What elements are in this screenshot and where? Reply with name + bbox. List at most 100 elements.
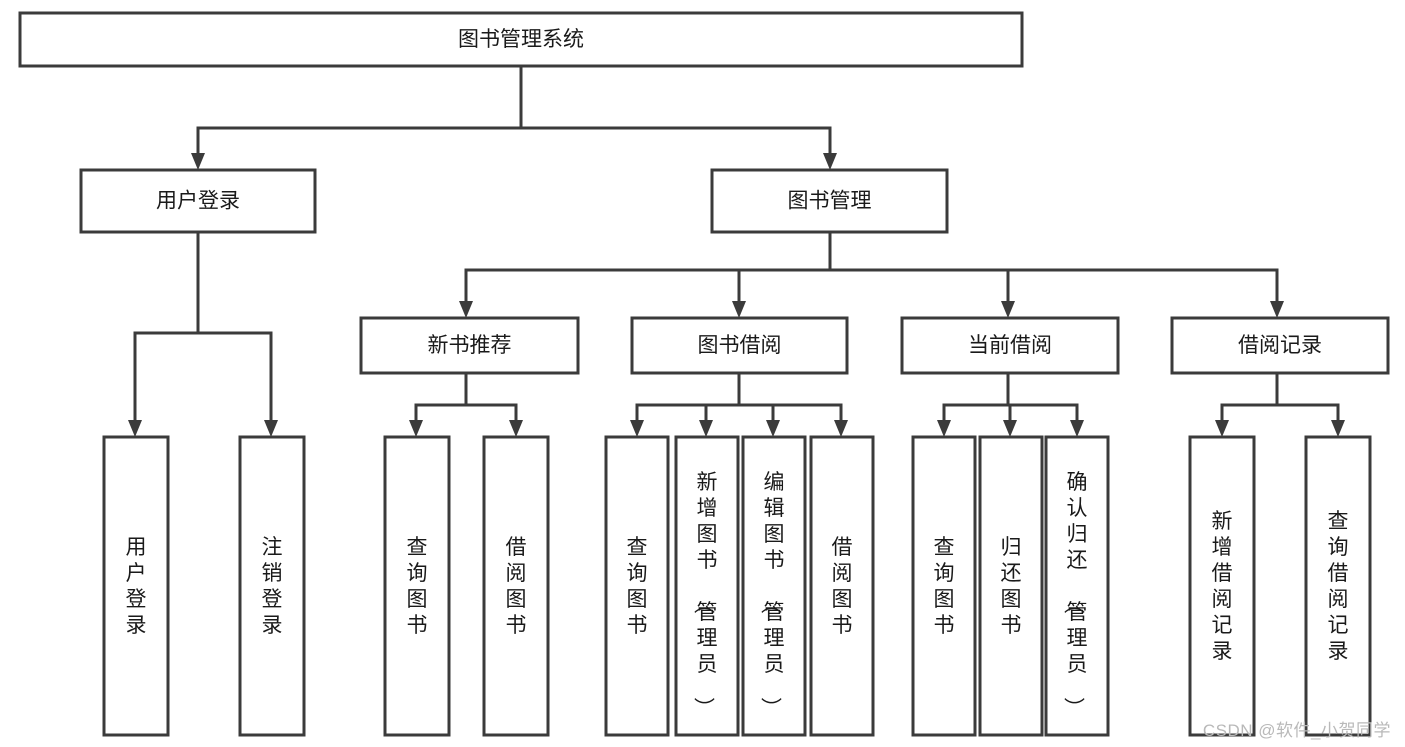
node-box-current[interactable] [900,316,1120,375]
connector-branch [830,268,1279,301]
connector-branch [198,331,273,420]
connector-branch [704,403,739,420]
watermark-label: CSDN @软件_小贺同学 [1202,721,1391,740]
node-leaf-add-book-admin[interactable]: 新增图书（管理员） [674,435,740,737]
node-label-leaf-query-record: 查询借阅记录 [1328,510,1349,663]
connector-login-to-leaf-user-logout [196,232,278,437]
arrow-head-icon [1331,420,1345,437]
connector-branch [942,403,1008,420]
node-label-leaf-query-book-current: 查询图书 [934,536,955,637]
node-leaf-return-book[interactable]: 归还图书 [978,435,1044,737]
node-borrow[interactable]: 图书借阅 [630,316,849,375]
node-box-bookmgr[interactable] [710,168,949,234]
node-box-leaf-query-book-new[interactable] [383,435,451,737]
node-box-leaf-return-book[interactable] [978,435,1044,737]
node-root[interactable]: 图书管理系统 [18,11,1024,68]
connector-borrow-to-leaf-add-book-admin [699,373,741,437]
node-leaf-borrow-book-new[interactable]: 借阅图书 [482,435,550,737]
connector-current-to-leaf-query-book-current [937,373,1010,437]
connector-bookmgr-to-newbook [459,232,832,318]
node-box-leaf-query-book-borrow[interactable] [604,435,670,737]
node-box-leaf-edit-book-admin[interactable] [741,435,807,737]
node-leaf-query-record[interactable]: 查询借阅记录 [1304,435,1372,737]
node-label-newbook: 新书推荐 [428,334,512,357]
arrow-head-icon [1270,301,1284,318]
node-box-leaf-add-record[interactable] [1188,435,1256,737]
node-leaf-user-login[interactable]: 用户登录 [102,435,170,737]
node-leaf-query-book-current[interactable]: 查询图书 [911,435,977,737]
node-label-leaf-user-login: 用户登录 [126,536,147,637]
node-box-leaf-query-record[interactable] [1304,435,1372,737]
node-box-login[interactable] [79,168,317,234]
node-label-leaf-confirm-return-admin: 确认归还（管理员） [1062,471,1088,718]
node-leaf-confirm-return-admin[interactable]: 确认归还（管理员） [1044,435,1110,737]
node-leaf-borrow-book[interactable]: 借阅图书 [809,435,875,737]
connector-branch [739,403,843,420]
connector-records-to-leaf-query-record [1275,373,1345,437]
arrow-head-icon [264,420,278,437]
arrow-head-icon [1003,420,1017,437]
node-box-leaf-add-book-admin[interactable] [674,435,740,737]
arrow-head-icon [1001,301,1015,318]
connector-branch [1008,403,1012,420]
node-newbook[interactable]: 新书推荐 [359,316,580,375]
node-box-root[interactable] [18,11,1024,68]
arrow-head-icon [191,153,205,170]
arrow-head-icon [834,420,848,437]
arrow-head-icon [699,420,713,437]
arrow-head-icon [732,301,746,318]
node-label-records: 借阅记录 [1238,334,1322,357]
arrow-head-icon [409,420,423,437]
arrow-head-icon [1215,420,1229,437]
node-box-newbook[interactable] [359,316,580,375]
connector-branch [1008,403,1079,420]
node-box-borrow[interactable] [630,316,849,375]
node-box-leaf-query-book-current[interactable] [911,435,977,737]
node-current[interactable]: 当前借阅 [900,316,1120,375]
arrow-head-icon [630,420,644,437]
node-label-root: 图书管理系统 [458,28,584,51]
node-box-leaf-borrow-book[interactable] [809,435,875,737]
node-records[interactable]: 借阅记录 [1170,316,1390,375]
node-leaf-edit-book-admin[interactable]: 编辑图书（管理员） [741,435,807,737]
connector-branch [739,403,775,420]
connector-branch [466,403,518,420]
node-label-leaf-user-logout: 注销登录 [262,536,283,637]
connector-root-to-bookmgr [519,66,837,170]
connector-branch [830,268,1010,301]
node-login[interactable]: 用户登录 [79,168,317,234]
connector-branch [521,126,832,153]
connector-bookmgr-to-records [828,232,1284,318]
node-label-login: 用户登录 [156,190,240,213]
node-label-leaf-borrow-book-new: 借阅图书 [506,536,527,637]
connector-newbook-to-leaf-borrow-book-new [464,373,523,437]
node-box-leaf-user-logout[interactable] [238,435,306,737]
node-label-leaf-borrow-book: 借阅图书 [832,536,853,637]
node-box-leaf-confirm-return-admin[interactable] [1044,435,1110,737]
node-leaf-user-logout[interactable]: 注销登录 [238,435,306,737]
node-bookmgr[interactable]: 图书管理 [710,168,949,234]
connector-current-to-leaf-confirm-return-admin [1006,373,1084,437]
node-leaf-query-book-new[interactable]: 查询图书 [383,435,451,737]
arrow-head-icon [128,420,142,437]
node-box-leaf-borrow-book-new[interactable] [482,435,550,737]
node-label-leaf-return-book: 归还图书 [1001,536,1022,637]
connector-bookmgr-to-current [828,232,1015,318]
arrow-head-icon [459,301,473,318]
node-label-leaf-query-book-borrow: 查询图书 [627,536,648,637]
connector-branch [414,403,466,420]
connector-bookmgr-to-borrow [732,232,832,318]
arrow-head-icon [823,153,837,170]
connector-branch [133,331,198,420]
node-box-leaf-user-login[interactable] [102,435,170,737]
arrow-head-icon [937,420,951,437]
node-label-leaf-query-book-new: 查询图书 [407,536,428,637]
node-leaf-add-record[interactable]: 新增借阅记录 [1188,435,1256,737]
node-leaf-query-book-borrow[interactable]: 查询图书 [604,435,670,737]
node-label-leaf-add-record: 新增借阅记录 [1212,510,1233,663]
connector-records-to-leaf-add-record [1215,373,1279,437]
node-box-records[interactable] [1170,316,1390,375]
connector-borrow-to-leaf-borrow-book [737,373,848,437]
node-label-borrow: 图书借阅 [698,334,782,357]
